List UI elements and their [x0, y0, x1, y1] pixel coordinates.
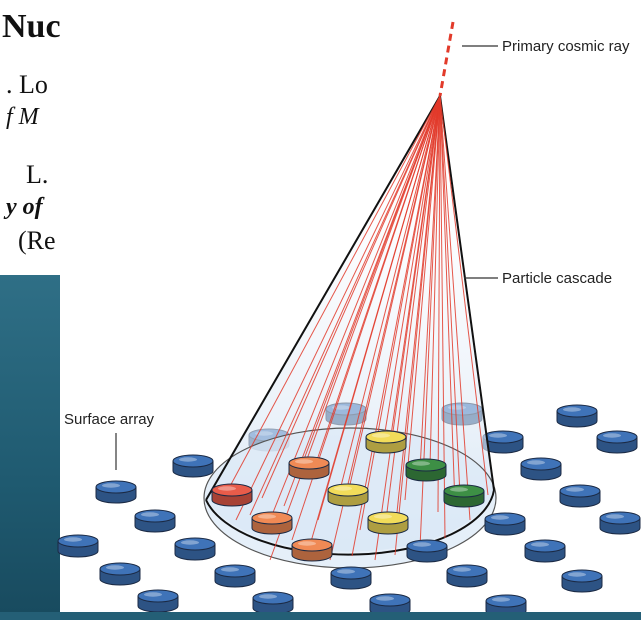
cascade-track: [404, 95, 441, 501]
cascade-track: [283, 95, 441, 507]
cone-edge-right: [439, 95, 495, 491]
cascade-track: [317, 95, 441, 521]
cascade-track: [311, 95, 441, 476]
detector-orange: [251, 511, 293, 535]
background-panel: [0, 275, 62, 620]
detector-blue: [214, 564, 256, 588]
primary-cosmic-ray-track: [438, 21, 455, 97]
detector-blue: [446, 564, 488, 588]
label-surface-array: Surface array: [64, 411, 155, 428]
detector-blue: [596, 430, 638, 454]
detector-blue: [524, 539, 566, 563]
detector-blue: [172, 454, 214, 478]
cascade-track: [419, 95, 441, 471]
detector-green: [443, 484, 485, 508]
detector-yellow: [327, 483, 369, 507]
detector-orange: [288, 456, 330, 480]
detector-blue: [137, 589, 179, 613]
detector-blue: [556, 404, 598, 428]
cascade-track: [429, 95, 441, 467]
detector-blue: [330, 566, 372, 590]
cascade-track: [339, 95, 441, 491]
detector-blue: [599, 511, 641, 535]
detector-yellow: [367, 511, 409, 535]
background-heading-fragment: Nuc: [2, 8, 61, 45]
cascade-track: [439, 95, 489, 496]
detector-blue: [561, 569, 603, 593]
detector-blue: [174, 537, 216, 561]
detector-blue: [95, 480, 137, 504]
inner-detector-layer: [211, 430, 485, 562]
cascade-track: [261, 95, 441, 499]
cascade-track: [359, 95, 441, 531]
detector-blue: [406, 539, 448, 563]
cone-front-rim: [205, 489, 495, 556]
cascade-track: [235, 95, 441, 521]
label-primary-cosmic-ray: Primary cosmic ray: [502, 38, 630, 55]
detector-blue: [369, 593, 411, 617]
background-text-fragment: L.: [26, 160, 49, 189]
detector-blue: [484, 512, 526, 536]
detector-yellow: [365, 430, 407, 454]
detector-orange: [291, 538, 333, 562]
cascade-track: [437, 95, 441, 513]
detector-red: [211, 483, 253, 507]
background-text-fragment: (Re: [18, 226, 56, 255]
background-text-fragment: y of: [6, 194, 43, 220]
detector-blue: [134, 509, 176, 533]
detector-blue: [57, 534, 99, 558]
cascade-track: [269, 95, 441, 561]
bottom-bar: [0, 612, 641, 620]
cascade-track: [351, 95, 441, 557]
label-particle-cascade: Particle cascade: [502, 270, 612, 287]
detector-blue: [520, 457, 562, 481]
cascade-track: [227, 95, 441, 491]
cascade-track: [439, 95, 471, 521]
cone-edge-left: [205, 95, 441, 501]
cascade-track: [383, 95, 441, 439]
background-text-fragment: f M: [6, 104, 39, 130]
detector-blue: [252, 591, 294, 615]
detector-green: [405, 458, 447, 482]
cascade-track: [395, 95, 441, 523]
cascade-track: [439, 95, 456, 506]
cascade-track: [249, 95, 441, 516]
cascade-track: [389, 95, 441, 443]
near-detector-layer: [57, 480, 641, 618]
detector-blue: [559, 484, 601, 508]
cascade-track: [439, 95, 461, 496]
cascade-tracks: [227, 95, 489, 561]
cascade-track: [269, 95, 441, 521]
background-text-fragment: . Lo: [6, 70, 48, 99]
detector-blue: [99, 562, 141, 586]
cascade-track: [347, 95, 441, 494]
